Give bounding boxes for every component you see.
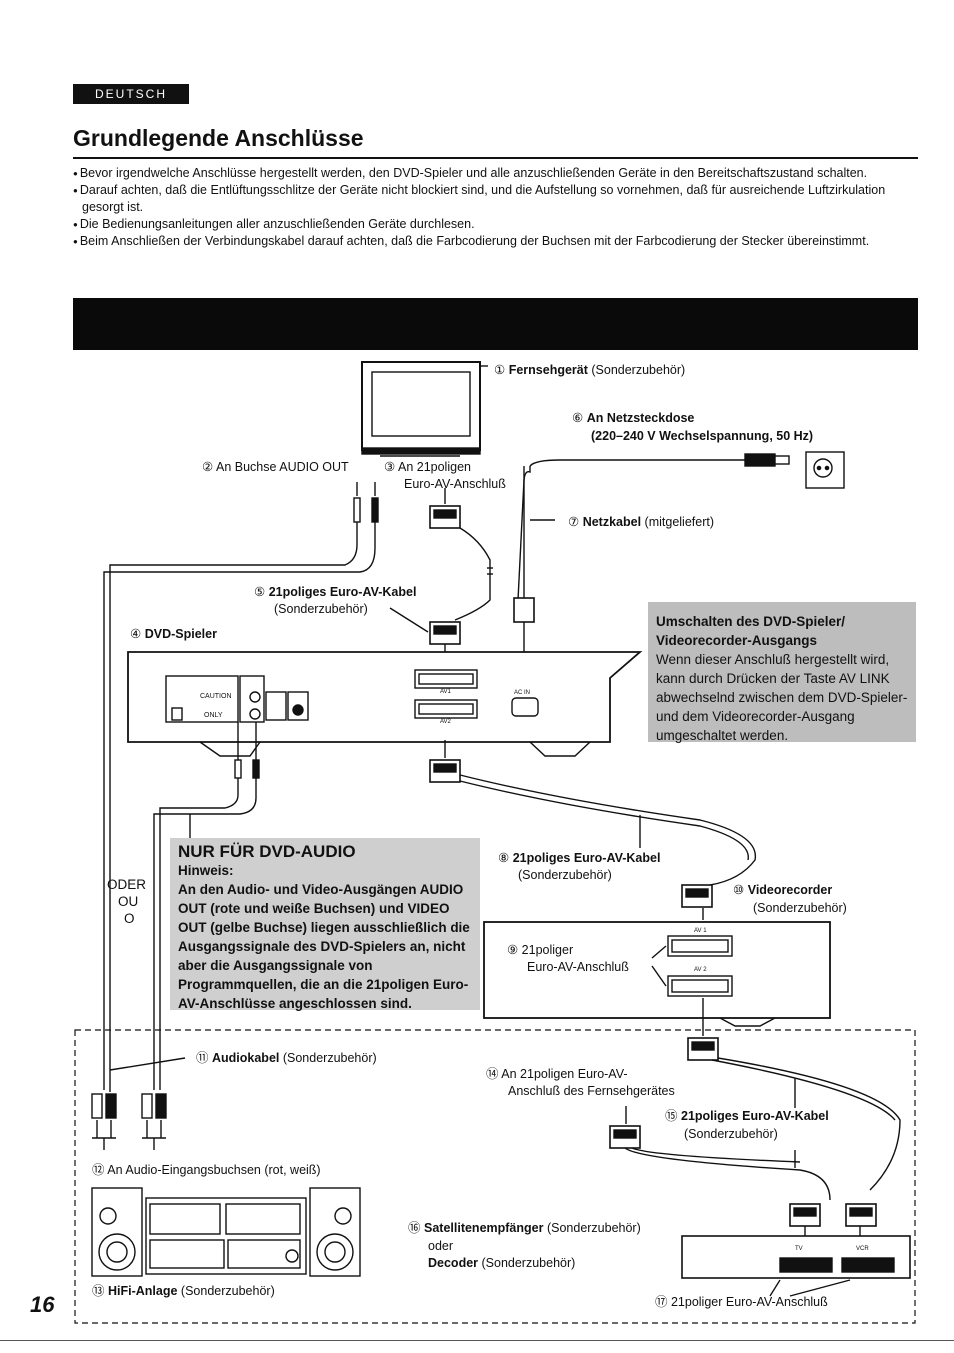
av-link-body: Wenn dieser Anschluß hergestellt wird, k… bbox=[656, 652, 908, 743]
vcr-av1-text: AV 1 bbox=[694, 928, 707, 934]
label-tv-scart-1: ⑭ An 21poligen Euro-AV- bbox=[486, 1067, 628, 1081]
label-satellite-oder: oder bbox=[428, 1239, 454, 1253]
label-mains-outlet: ⑥ An Netzsteckdose bbox=[572, 411, 695, 425]
av-link-heading: Umschalten des DVD-Spieler/ Videorecorde… bbox=[656, 614, 846, 648]
label-mains-spec: (220–240 V Wechselspannung, 50 Hz) bbox=[591, 429, 814, 443]
label-decoder: Decoder (Sonderzubehör) bbox=[428, 1256, 576, 1270]
label-scart-in-2: Euro-AV-Anschluß bbox=[404, 477, 506, 491]
dvd-only-text: ONLY bbox=[204, 712, 223, 719]
label-scart-cable-15: ⑮ 21poliges Euro-AV-Kabel bbox=[665, 1109, 829, 1123]
dark-header-band bbox=[73, 298, 918, 350]
label-vcr-scart-1: ⑨ 21poliger bbox=[507, 943, 574, 957]
dvd-av1-text: AV1 bbox=[440, 689, 451, 695]
precaution-list: Bevor irgendwelche Anschlüsse hergestell… bbox=[73, 165, 918, 250]
label-tv: ① Fernsehgerät (Sonderzubehör) bbox=[494, 363, 686, 377]
label-audio-cable: ⑪ Audiokabel (Sonderzubehör) bbox=[196, 1051, 377, 1065]
language-tab: DEUTSCH bbox=[73, 84, 189, 104]
page-number: 16 bbox=[30, 1292, 55, 1317]
label-power-cord: ⑦ Netzkabel (mitgeliefert) bbox=[568, 515, 714, 529]
label-satellite: ⑯ Satellitenempfänger (Sonderzubehör) bbox=[408, 1221, 641, 1235]
dvd-ac-in-text: AC IN bbox=[514, 690, 531, 696]
label-scart-cable-5: ⑤ 21poliges Euro-AV-Kabel bbox=[254, 585, 417, 599]
av-link-note: Umschalten des DVD-Spieler/ Videorecorde… bbox=[648, 602, 916, 743]
label-oder: ODER bbox=[107, 877, 147, 892]
label-scart-cable-5-sub: (Sonderzubehör) bbox=[274, 602, 368, 616]
label-ou: OU bbox=[118, 894, 139, 909]
note-heading: NUR FÜR DVD-AUDIO bbox=[178, 842, 356, 861]
label-audio-out: ② An Buchse AUDIO OUT bbox=[202, 460, 349, 474]
vcr-av2-text: AV 2 bbox=[694, 967, 707, 973]
page-title: Grundlegende Anschlüsse bbox=[73, 125, 364, 151]
label-receiver-scart: ⑰ 21poliger Euro-AV-Anschluß bbox=[655, 1295, 828, 1309]
label-o: O bbox=[124, 911, 135, 926]
label-tv-scart-2: Anschluß des Fernsehgerätes bbox=[508, 1084, 675, 1098]
bullet-item: Beim Anschließen der Verbindungskabel da… bbox=[73, 233, 918, 250]
dvd-player-illustration bbox=[127, 651, 643, 757]
hifi-illustration bbox=[91, 1187, 361, 1277]
label-vcr: ⑩ Videorecorder bbox=[733, 883, 833, 897]
dvd-av2-text: AV2 bbox=[440, 719, 451, 725]
label-vcr-scart-2: Euro-AV-Anschluß bbox=[527, 960, 629, 974]
bottom-rule bbox=[0, 1340, 954, 1341]
label-dvd-player: ④ DVD-Spieler bbox=[130, 627, 217, 641]
label-audio-inputs: ⑫ An Audio-Eingangsbuchsen (rot, weiß) bbox=[92, 1163, 321, 1177]
note-subheading: Hinweis: bbox=[178, 863, 234, 878]
label-vcr-sub: (Sonderzubehör) bbox=[753, 901, 847, 915]
bullet-item: Darauf achten, daß die Entlüftungsschlit… bbox=[73, 182, 918, 216]
dvd-audio-note: NUR FÜR DVD-AUDIO Hinweis: An den Audio-… bbox=[170, 838, 480, 1011]
title-rule bbox=[73, 157, 918, 159]
label-hifi: ⑬ HiFi-Anlage (Sonderzubehör) bbox=[92, 1284, 275, 1298]
label-scart-cable-8-sub: (Sonderzubehör) bbox=[518, 868, 612, 882]
label-scart-in-1: ③ An 21poligen bbox=[384, 460, 471, 474]
bullet-item: Bevor irgendwelche Anschlüsse hergestell… bbox=[73, 165, 918, 182]
label-scart-cable-8: ⑧ 21poliges Euro-AV-Kabel bbox=[498, 851, 661, 865]
label-scart-cable-15-sub: (Sonderzubehör) bbox=[684, 1127, 778, 1141]
dvd-caution-text: CAUTION bbox=[200, 693, 232, 700]
receiver-tv-text: TV bbox=[795, 1246, 803, 1252]
note-body: An den Audio- und Video-Ausgängen AUDIO … bbox=[178, 882, 470, 1011]
tv-illustration bbox=[361, 361, 481, 457]
receiver-vcr-text: VCR bbox=[856, 1246, 869, 1252]
bullet-item: Die Bedienungsanleitungen aller anzuschl… bbox=[73, 216, 918, 233]
vcr-illustration bbox=[483, 921, 831, 1027]
